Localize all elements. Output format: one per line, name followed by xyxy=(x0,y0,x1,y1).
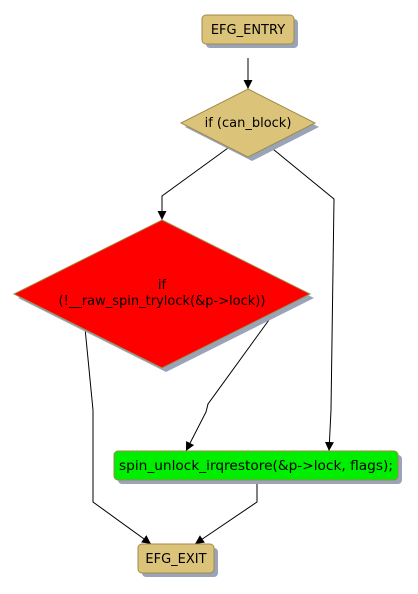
node-can-block-label: if (can_block) xyxy=(205,116,292,131)
node-unlock-box xyxy=(113,450,399,481)
node-can-block: if (can_block) xyxy=(179,88,319,161)
node-trylock-label-line1: if xyxy=(158,278,167,293)
node-unlock-label: spin_unlock_irqrestore(&p->lock, flags); xyxy=(119,459,393,474)
edge-can-block-to-unlock xyxy=(267,144,335,452)
node-entry: EFG_ENTRY xyxy=(201,14,298,48)
node-entry-box xyxy=(201,14,295,45)
edges xyxy=(84,58,335,545)
node-trylock-diamond xyxy=(12,219,312,369)
node-exit: EFG_EXIT xyxy=(137,543,218,577)
node-exit-label: EFG_EXIT xyxy=(145,552,206,567)
node-trylock: if (!__raw_spin_trylock(&p->lock)) xyxy=(12,219,314,372)
edge-unlock-to-exit xyxy=(194,480,258,545)
node-exit-box xyxy=(137,543,215,574)
node-unlock: spin_unlock_irqrestore(&p->lock, flags); xyxy=(113,450,402,484)
edge-trylock-to-unlock xyxy=(185,312,275,452)
node-trylock-label-line2: (!__raw_spin_trylock(&p->lock)) xyxy=(59,294,266,309)
node-entry-label: EFG_ENTRY xyxy=(211,23,285,38)
node-can-block-diamond xyxy=(179,88,317,158)
edge-trylock-to-exit xyxy=(84,327,152,545)
edge-can-block-to-trylock xyxy=(157,147,229,220)
